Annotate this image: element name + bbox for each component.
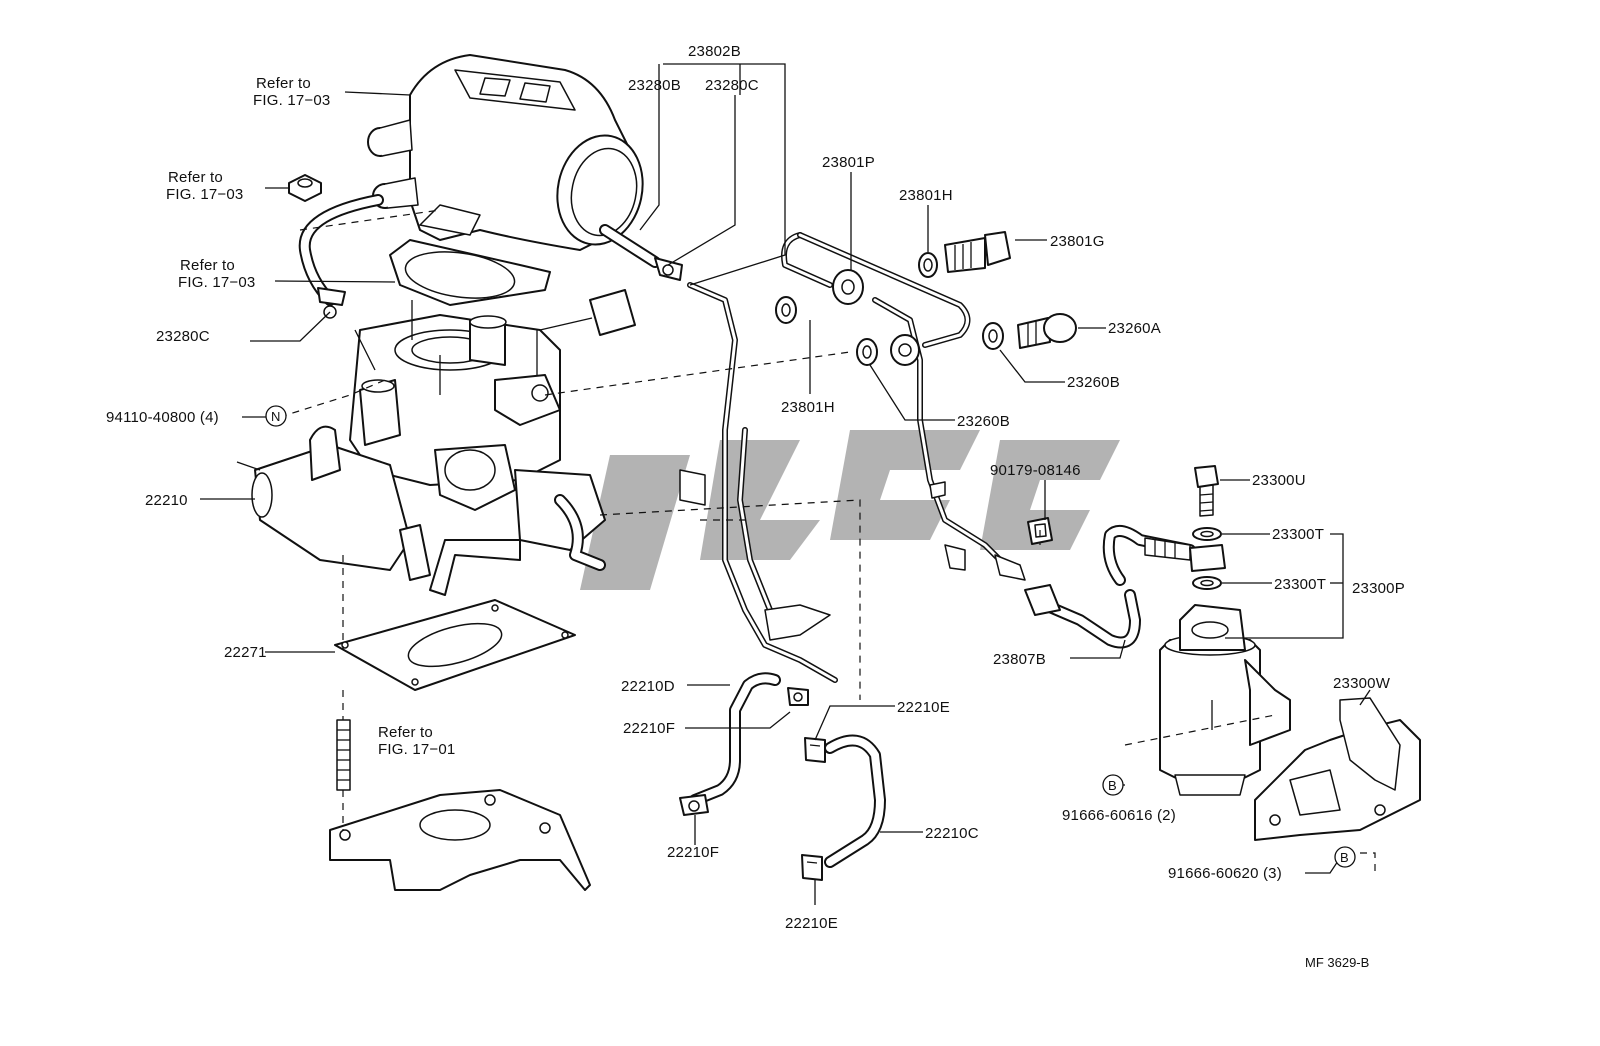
label-94110-40800: 94110-40800 (4) — [106, 409, 219, 426]
label-23260B-low: 23260B — [957, 413, 1010, 430]
clamp-22210E-low — [801, 854, 823, 881]
refer-note-c-line2: FIG. 17−03 — [178, 274, 255, 291]
union-bolt-23300U — [1194, 465, 1219, 517]
label-22210: 22210 — [145, 492, 188, 509]
label-23801G: 23801G — [1050, 233, 1105, 250]
label-22210F-low: 22210F — [667, 844, 719, 861]
marker-N: N — [271, 409, 280, 424]
stud-bolt — [336, 719, 351, 791]
washer-23260B-right — [982, 322, 1004, 350]
fuel-filter — [1159, 604, 1291, 796]
nut-part — [288, 174, 322, 202]
label-23300U: 23300U — [1252, 472, 1306, 489]
label-22271: 22271 — [224, 644, 267, 661]
refer-note-c-line1: Refer to — [180, 257, 235, 274]
label-22210E-top: 22210E — [897, 699, 950, 716]
air-intake-housing — [367, 54, 644, 251]
label-91666-60616: 91666-60616 (2) — [1062, 807, 1176, 824]
refer-note-a-line1: Refer to — [256, 75, 311, 92]
label-90179-08146: 90179-08146 — [990, 462, 1081, 479]
refer-note-b-line2: FIG. 17−03 — [166, 186, 243, 203]
refer-note-d-line2: FIG. 17−01 — [378, 741, 455, 758]
figure-code: MF 3629-B — [1305, 955, 1369, 970]
leader-lines — [200, 63, 1371, 905]
label-23300T-top: 23300T — [1272, 526, 1324, 543]
washer-23260B-low — [856, 338, 878, 366]
fuel-pipe-23802B — [679, 282, 838, 683]
washer-23801H-top — [918, 252, 938, 278]
vacuum-hose-left — [298, 194, 384, 306]
label-23801H-low: 23801H — [781, 399, 835, 416]
label-91666-60620: 91666-60620 (3) — [1168, 865, 1282, 882]
label-23801H-top: 23801H — [899, 187, 953, 204]
union-bolt-23260A — [1017, 313, 1077, 349]
clamp-22210E-top — [804, 737, 826, 763]
hose-clamp-left — [317, 287, 346, 319]
gasket-22271 — [334, 599, 576, 691]
washer-23300T-low — [1192, 576, 1222, 590]
washer-23801H-low — [775, 296, 797, 324]
marker-B1-circle — [1102, 774, 1124, 796]
gasket-upper — [389, 239, 551, 306]
label-23280C-top: 23280C — [705, 77, 759, 94]
label-23807B: 23807B — [993, 651, 1046, 668]
fuel-hose-23807B — [1024, 525, 1196, 649]
label-22210E-low: 22210E — [785, 915, 838, 932]
label-23300W: 23300W — [1333, 675, 1391, 692]
refer-note-b-line1: Refer to — [168, 169, 223, 186]
refer-note-d-line1: Refer to — [378, 724, 433, 741]
label-23260B-right: 23260B — [1067, 374, 1120, 391]
label-22210D: 22210D — [621, 678, 675, 695]
refer-note-a-line2: FIG. 17−03 — [253, 92, 330, 109]
label-23280B: 23280B — [628, 77, 681, 94]
label-23801P: 23801P — [822, 154, 875, 171]
hose-23280B — [599, 224, 661, 268]
union-fitting — [1189, 544, 1226, 572]
label-23260A: 23260A — [1108, 320, 1161, 337]
label-23300P: 23300P — [1352, 580, 1405, 597]
marker-B2: B — [1340, 850, 1349, 865]
label-22210C: 22210C — [925, 825, 979, 842]
hose-22210D — [689, 672, 781, 806]
watermark-logo — [580, 430, 1120, 590]
marker-N-circle — [265, 405, 287, 427]
hose-clamp-23280C — [654, 257, 683, 281]
dashed-reference-lines — [279, 209, 1376, 873]
part-labels: Refer to FIG. 17−03 Refer to FIG. 17−03 … — [106, 43, 1405, 970]
throttle-body-22210 — [236, 289, 636, 596]
clamp-22210F-top — [787, 687, 809, 706]
marker-B2-circle — [1334, 846, 1356, 868]
intake-manifold-base — [329, 789, 591, 891]
label-23300T-low: 23300T — [1274, 576, 1326, 593]
label-23280C-left: 23280C — [156, 328, 210, 345]
label-22210F-top: 22210F — [623, 720, 675, 737]
washer-23300T-top — [1192, 527, 1222, 541]
label-23802B: 23802B — [688, 43, 741, 60]
clamp-22210F-low — [679, 794, 709, 816]
marker-B1: B — [1108, 778, 1117, 793]
filter-bracket-23300W — [1254, 697, 1421, 841]
union-bolt-23801G — [944, 231, 1011, 273]
hose-22210C — [824, 734, 886, 868]
